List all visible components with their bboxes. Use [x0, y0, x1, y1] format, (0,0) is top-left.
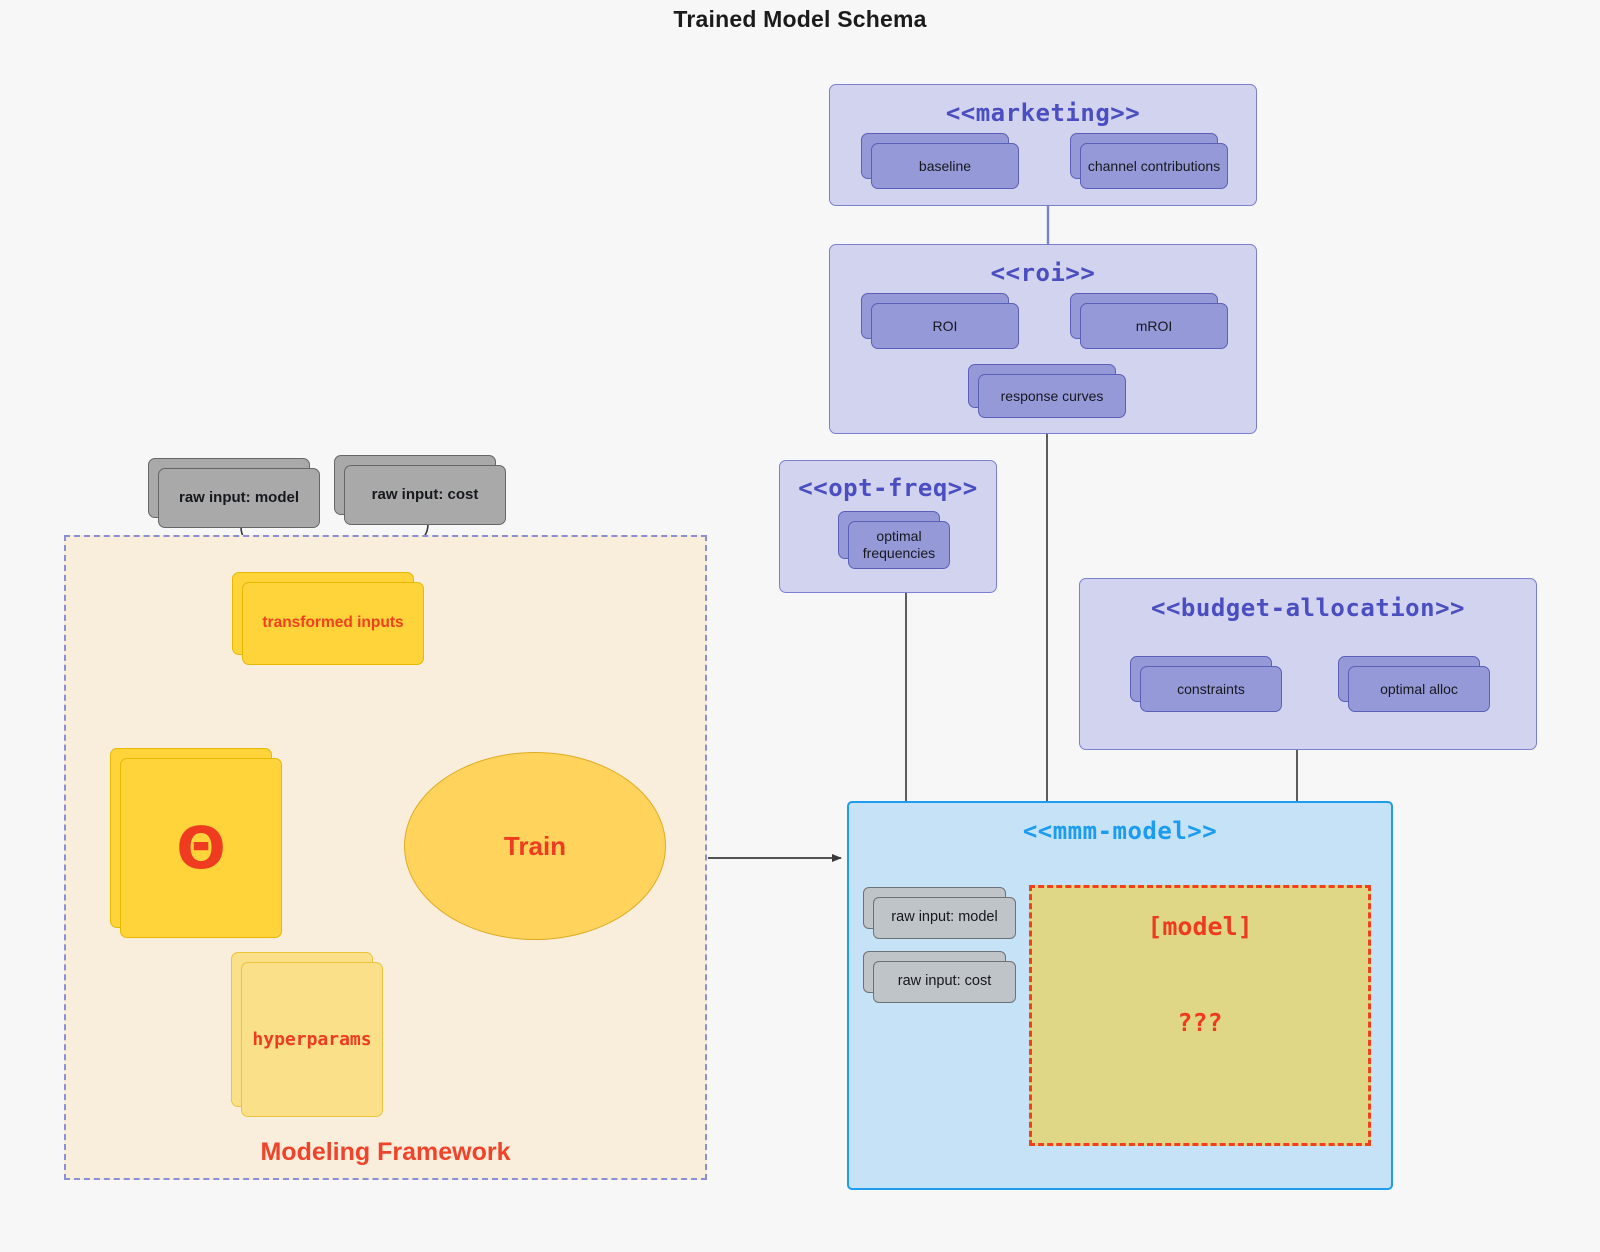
artifact-baseline[interactable]: baseline: [861, 133, 1019, 189]
artifact-raw-input-cost[interactable]: raw input: cost: [334, 455, 506, 525]
artifact-mmm-raw-model-label-box: raw input: model: [873, 897, 1016, 939]
package-opt-freq-title: <<opt-freq>>: [798, 474, 978, 502]
model-placeholder-question: ???: [1177, 1008, 1223, 1037]
artifact-optimal-alloc-label-box: optimal alloc: [1348, 666, 1490, 712]
artifact-response-label-box: response curves: [978, 374, 1126, 418]
package-marketing-title: <<marketing>>: [945, 99, 1141, 127]
artifact-label-line1: optimal: [876, 528, 922, 545]
artifact-raw-input-cost-label-box: raw input: cost: [344, 465, 506, 525]
artifact-optimal-frequencies[interactable]: optimal frequencies: [838, 511, 950, 569]
modeling-framework-label: Modeling Framework: [260, 1138, 511, 1166]
train-label: Train: [503, 830, 567, 861]
artifact-mroi-label-box: mROI: [1080, 303, 1228, 349]
artifact-label: transformed inputs: [262, 614, 404, 632]
package-budget-allocation[interactable]: <<budget-allocation>> constraints optima…: [1079, 578, 1537, 750]
artifact-mmm-raw-input-cost[interactable]: raw input: cost: [863, 951, 1016, 1003]
model-placeholder-block[interactable]: [model] ???: [1029, 885, 1371, 1146]
artifact-theta[interactable]: Θ: [110, 748, 282, 938]
artifact-label: channel contributions: [1087, 157, 1221, 174]
package-budget-allocation-title: <<budget-allocation>>: [1151, 594, 1465, 622]
model-placeholder-title: [model]: [1147, 912, 1253, 941]
artifact-baseline-label-box: baseline: [871, 143, 1019, 189]
artifact-constraints-label-box: constraints: [1140, 666, 1282, 712]
artifact-theta-symbol-box: Θ: [120, 758, 282, 938]
artifact-label: baseline: [918, 157, 972, 174]
artifact-hyperparams-label-box: hyperparams: [241, 962, 383, 1117]
artifact-label: constraints: [1177, 680, 1245, 697]
artifact-channel-label-box: channel contributions: [1080, 143, 1228, 189]
package-roi-title: <<roi>>: [990, 259, 1096, 287]
artifact-transformed-inputs-label-box: transformed inputs: [242, 582, 424, 665]
package-marketing[interactable]: <<marketing>> baseline channel contribut…: [829, 84, 1257, 206]
package-mmm-model[interactable]: <<mmm-model>> raw input: model raw input…: [847, 801, 1393, 1190]
artifact-raw-input-model-label-box: raw input: model: [158, 468, 320, 528]
artifact-roi-label-box: ROI: [871, 303, 1019, 349]
artifact-label: ROI: [932, 317, 958, 334]
artifact-hyperparams[interactable]: hyperparams: [231, 952, 383, 1117]
artifact-label: raw input: model: [891, 909, 998, 926]
artifact-label: raw input: cost: [897, 973, 992, 990]
artifact-label: response curves: [1000, 387, 1104, 404]
page-title: Trained Model Schema: [673, 6, 927, 32]
artifact-mroi[interactable]: mROI: [1070, 293, 1228, 349]
artifact-optfreq-label-box: optimal frequencies: [848, 521, 950, 569]
artifact-label: mROI: [1135, 317, 1173, 334]
artifact-mmm-raw-input-model[interactable]: raw input: model: [863, 887, 1016, 939]
train-activity[interactable]: Train: [404, 752, 666, 940]
theta-symbol: Θ: [176, 813, 226, 882]
artifact-response-curves[interactable]: response curves: [968, 364, 1126, 418]
artifact-optimal-alloc[interactable]: optimal alloc: [1338, 656, 1490, 712]
artifact-label: raw input: model: [179, 489, 299, 507]
package-mmm-model-title: <<mmm-model>>: [1022, 817, 1218, 845]
artifact-label-line2: frequencies: [862, 545, 936, 561]
artifact-channel-contributions[interactable]: channel contributions: [1070, 133, 1228, 189]
artifact-label: raw input: cost: [371, 486, 479, 504]
artifact-transformed-inputs[interactable]: transformed inputs: [232, 572, 424, 665]
artifact-label: hyperparams: [252, 1028, 372, 1050]
artifact-roi[interactable]: ROI: [861, 293, 1019, 349]
artifact-constraints[interactable]: constraints: [1130, 656, 1282, 712]
artifact-raw-input-model[interactable]: raw input: model: [148, 458, 320, 528]
package-roi[interactable]: <<roi>> ROI mROI response curves: [829, 244, 1257, 434]
package-opt-freq[interactable]: <<opt-freq>> optimal frequencies: [779, 460, 997, 593]
artifact-label: optimal alloc: [1380, 680, 1458, 697]
artifact-mmm-raw-cost-label-box: raw input: cost: [873, 961, 1016, 1003]
